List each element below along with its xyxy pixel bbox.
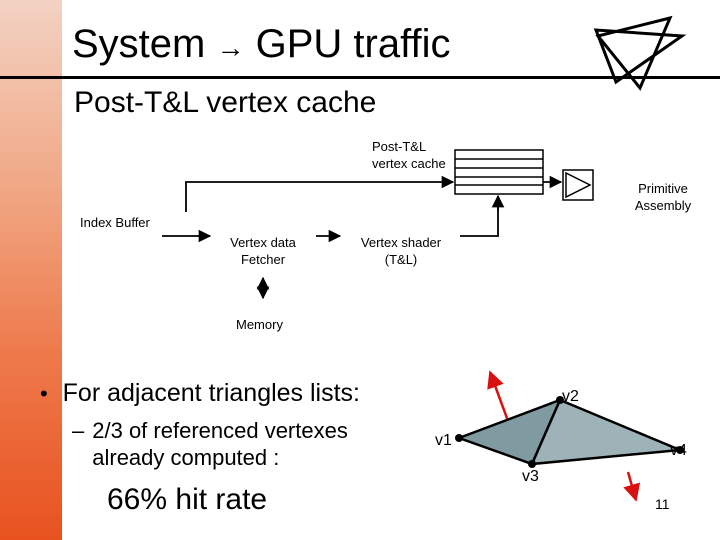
vertex-v3-label: v3 <box>522 468 539 485</box>
page-number: 11 <box>655 496 670 512</box>
bullet-main: • For adjacent triangles lists: <box>40 379 361 407</box>
vertex-v2-label: v2 <box>562 388 579 405</box>
primitive-assembly-shape <box>562 169 594 201</box>
cache-label: Post-T&L vertex cache <box>372 139 446 171</box>
decorative-sidebar <box>0 0 62 540</box>
vertex-v3-dot <box>528 460 536 468</box>
title-rule <box>0 76 720 79</box>
triangle-strip <box>455 397 681 466</box>
vertex-v1-label: v1 <box>435 432 452 449</box>
title-right: GPU traffic <box>255 22 451 66</box>
bullet-sub: – 2/3 of referenced vertexes already com… <box>72 418 348 470</box>
vertex-data-fetcher-label: Vertex data Fetcher <box>230 235 296 267</box>
title-arrow: → <box>216 32 245 63</box>
vertex-shader-label: Vertex shader (T&L) <box>360 235 442 267</box>
memory-label: Memory <box>236 317 283 332</box>
flow-arrows <box>162 175 563 300</box>
triangle-logo <box>593 15 687 91</box>
subtitle: Post-T&L vertex cache <box>74 86 377 119</box>
page-title: System → GPU traffic <box>72 20 450 72</box>
primitive-assembly-label: Primitive Assembly <box>634 181 692 213</box>
vertex-v4-dot <box>676 446 684 454</box>
index-buffer-label: Index Buffer <box>80 215 150 230</box>
vertex-v4-label: v4 <box>670 442 687 459</box>
cache-box <box>454 149 544 195</box>
vertex-v2-dot <box>556 396 564 404</box>
hit-rate: 66% hit rate <box>107 483 268 516</box>
vertex-v1-dot <box>455 434 463 442</box>
title-left: System <box>72 22 206 66</box>
